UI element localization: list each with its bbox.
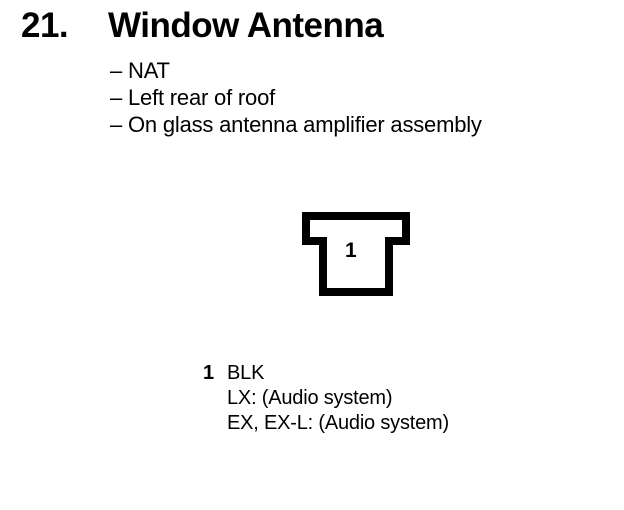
legend-note: LX: (Audio system) [227, 387, 393, 409]
dash-icon: – [110, 112, 123, 137]
page-header: 21. Window Antenna – NAT – Left rear of … [0, 0, 624, 150]
list-item: – On glass antenna amplifier assembly [110, 111, 610, 138]
legend-pin-number: 1 [203, 362, 215, 384]
list-item: – Left rear of roof [110, 84, 610, 111]
legend-note: EX, EX-L: (Audio system) [227, 412, 449, 434]
description-bullet-list: – NAT – Left rear of roof – On glass ant… [110, 57, 610, 138]
connector-diagram: 1 [300, 210, 412, 298]
legend-row: 1 BLK [203, 361, 603, 386]
legend-wire-color: BLK [227, 362, 265, 384]
list-item: – NAT [110, 57, 610, 84]
connector-t-shape-icon [302, 212, 410, 296]
bullet-label: NAT [128, 58, 170, 83]
connector-pin-number: 1 [345, 239, 357, 262]
bullet-label: Left rear of roof [128, 85, 276, 110]
dash-icon: – [110, 58, 123, 83]
wire-legend: 1 BLK LX: (Audio system) EX, EX-L: (Audi… [203, 361, 603, 436]
bullet-label: On glass antenna amplifier assembly [128, 112, 482, 137]
item-number: 21. [21, 6, 69, 45]
dash-icon: – [110, 85, 123, 110]
page-title: Window Antenna [108, 6, 384, 45]
